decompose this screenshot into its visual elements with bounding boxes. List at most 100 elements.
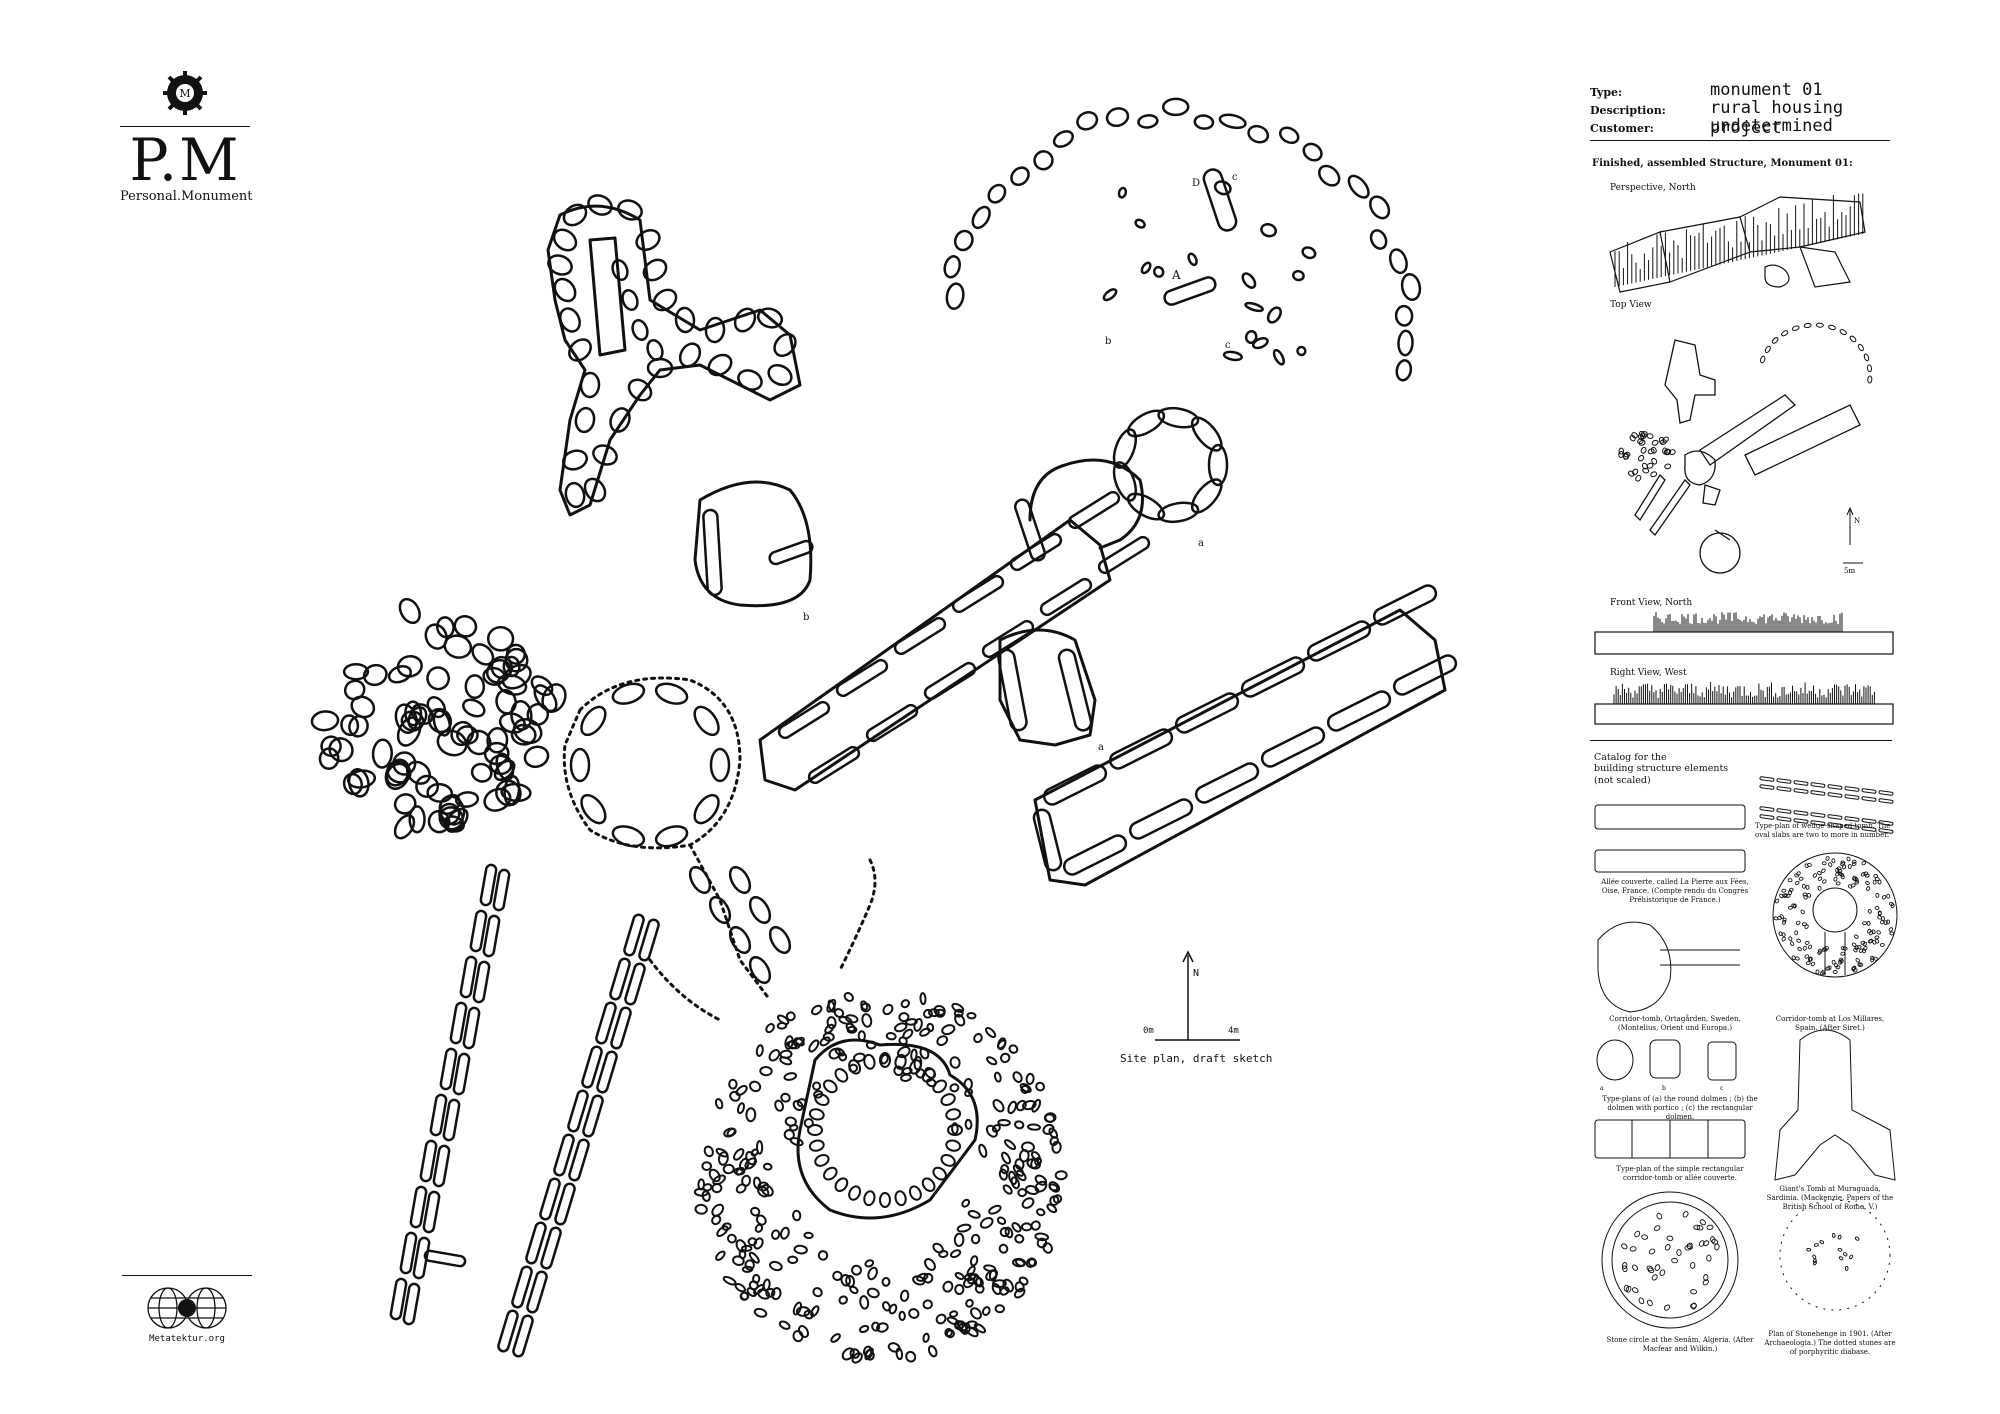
slab [1810,790,1826,796]
stone [1105,107,1130,128]
dolmen-corridor [693,458,1151,792]
stone [1207,443,1229,487]
slab [1759,806,1775,812]
customer-value: undetermined [1710,116,1833,136]
stone [721,1222,732,1231]
logo-subtitle: Personal.Monument [120,189,253,204]
stone [1815,969,1820,975]
slab [442,1098,461,1142]
stone [347,767,370,798]
stone [1632,468,1639,476]
stone [1272,348,1285,366]
stone [970,1233,981,1245]
stone [722,1275,737,1286]
slab [409,1185,428,1229]
stone [1014,1120,1025,1130]
stone [921,1177,936,1192]
right-view-label: Right View, West [1610,668,1687,678]
stone [757,1288,771,1300]
stone [438,795,466,826]
stone [1682,1211,1689,1218]
stone [779,1226,790,1240]
stone [426,666,450,691]
site-letter: b [803,612,810,623]
stone [1835,965,1841,970]
stone [1849,1254,1854,1260]
stone [966,1265,976,1277]
stone [954,1013,966,1027]
slab [1776,786,1792,792]
stone [966,1011,977,1020]
stone [784,1035,794,1050]
los-millares-tomb-plan [648,858,1068,1364]
stone [1000,1052,1011,1064]
stone [908,1059,922,1075]
stone [1782,920,1787,925]
slab [610,1006,632,1050]
stone [997,1037,1007,1051]
stone [823,1166,838,1181]
stone [694,1203,708,1215]
stone [450,720,475,747]
stone [1873,956,1879,961]
stone [393,793,417,815]
slab [624,962,646,1006]
slab [399,1231,418,1275]
stone [954,1271,965,1281]
slab [581,1045,603,1089]
stone [787,1255,799,1265]
stone [867,1266,878,1281]
stone [834,1068,849,1083]
stone [1706,1224,1714,1230]
stone [849,1285,859,1295]
site-letter: c [1232,172,1238,183]
stone [926,1022,935,1033]
stone [406,760,431,785]
stone [1017,1188,1028,1198]
stone [1651,1274,1658,1281]
stone [861,1013,873,1028]
catalog-line: Catalog for the [1594,752,1667,763]
stone [1691,1302,1697,1310]
stone [882,1301,891,1312]
slab [459,955,478,999]
stone [1244,301,1264,313]
stone [1030,1151,1041,1161]
stone [745,1107,757,1123]
slab [439,1047,458,1091]
stone [674,306,696,334]
stone [1805,961,1811,966]
stone [1813,1260,1817,1266]
stone [1865,886,1871,891]
stone [1888,927,1894,932]
stone [1034,1156,1042,1166]
stone [1126,492,1166,521]
stone [1781,936,1786,942]
stone [964,1118,973,1130]
stone [1641,1234,1649,1240]
stone [946,1316,959,1326]
stone [424,623,448,650]
stone [1634,1230,1641,1238]
slab [554,1182,576,1226]
stone [609,407,631,433]
caption-rect-tomb: Type-plan of the simple rectangular corr… [1616,1165,1744,1182]
stone [756,307,784,329]
stone [943,255,961,279]
site-letter: A [1172,268,1181,282]
wedge-tomb-plan [389,863,660,1358]
stone [777,1014,790,1025]
caption-giant: Giant's Tomb at Muraguada, Sardinia. (Ma… [1766,1185,1894,1211]
stone [969,1255,979,1267]
stone [1851,965,1857,971]
stone [559,307,581,333]
slab [1878,798,1894,804]
stone [812,1287,823,1298]
stone [1034,1180,1048,1193]
stone [697,1178,706,1191]
stone [769,1260,783,1272]
stone [1651,457,1658,465]
stone [1318,164,1341,187]
stone [1042,1123,1055,1135]
slab [1861,788,1877,794]
